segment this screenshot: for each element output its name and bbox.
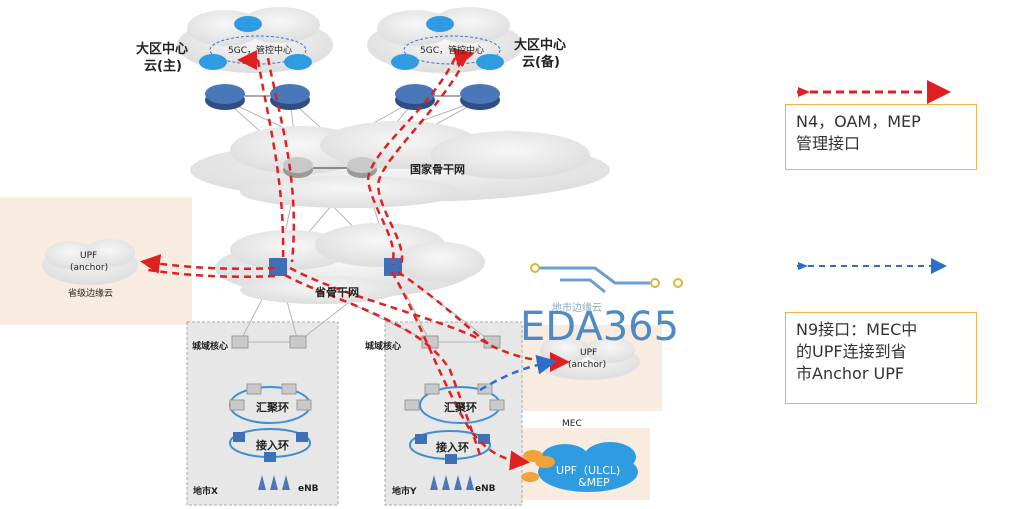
upf-left-line1: UPF	[80, 251, 98, 261]
upf-right-line2: (anchor)	[568, 360, 607, 370]
city-x-enb: eNB	[298, 484, 319, 494]
national-backbone-cloud	[190, 121, 610, 208]
upf-anchor-left-cloud	[42, 239, 138, 285]
city-edge-caption: 地市边缘云	[552, 303, 602, 314]
city-x-box	[186, 321, 339, 506]
city-y-enb: eNB	[475, 484, 496, 494]
router-pair-primary	[205, 84, 310, 110]
primary-cloud-title-1: 大区中心	[136, 42, 189, 57]
legend-blue-text-3: 市Anchor UPF	[796, 364, 905, 383]
regional-cloud-primary	[177, 7, 333, 73]
national-backbone-label: 国家骨干网	[410, 163, 465, 176]
provincial-edge-caption: 省级边缘云	[68, 289, 114, 299]
backup-cloud-inner: 5GC，管控中心	[420, 46, 484, 56]
regional-cloud-backup	[367, 7, 523, 73]
legend-blue-text-1: N9接口：MEC中	[796, 320, 918, 339]
provincial-backbone-label: 省骨干网	[315, 286, 359, 299]
city-y-box	[384, 321, 523, 506]
city-x-devices	[229, 335, 312, 490]
provincial-routers	[269, 258, 402, 276]
primary-cloud-title-2: 云(主)	[144, 59, 182, 74]
legend-red-text-1: N4，OAM，MEP	[796, 112, 921, 131]
city-x-access-ring: 接入环	[256, 439, 289, 452]
city-y-access-ring: 接入环	[436, 441, 469, 454]
legend-blue-box: N9接口：MEC中 的UPF连接到省 市Anchor UPF	[785, 312, 977, 404]
mec-upf-line1: UPF（ULCL)	[556, 464, 621, 477]
city-y-core-label: 城域核心	[365, 342, 402, 352]
legend-red-box: N4，OAM，MEP 管理接口	[785, 104, 977, 170]
city-x-core-label: 城域核心	[192, 342, 229, 352]
city-x-label: 地市X	[193, 487, 218, 497]
city-y-agg-ring: 汇聚环	[444, 401, 477, 414]
upf-right-line1: UPF	[580, 348, 598, 358]
city-y-label: 地市Y	[392, 487, 417, 497]
router-pair-backup	[395, 84, 500, 110]
mec-upf-line2: &MEP	[578, 476, 610, 489]
watermark-logo: EDA365	[520, 304, 680, 350]
city-y-devices	[404, 335, 505, 490]
backup-cloud-title-1: 大区中心	[514, 38, 567, 53]
legend-red-text-2: 管理接口	[796, 134, 861, 153]
legend-blue-text-2: 的UPF连接到省	[796, 342, 907, 361]
upf-left-line2: (anchor)	[70, 263, 109, 273]
watermark-trace	[530, 263, 683, 294]
mec-label: MEC	[562, 419, 582, 429]
backup-cloud-title-2: 云(备)	[522, 55, 560, 70]
primary-cloud-inner: 5GC，管控中心	[228, 46, 292, 56]
mec-cloud	[538, 442, 638, 492]
city-x-agg-ring: 汇聚环	[256, 401, 289, 414]
